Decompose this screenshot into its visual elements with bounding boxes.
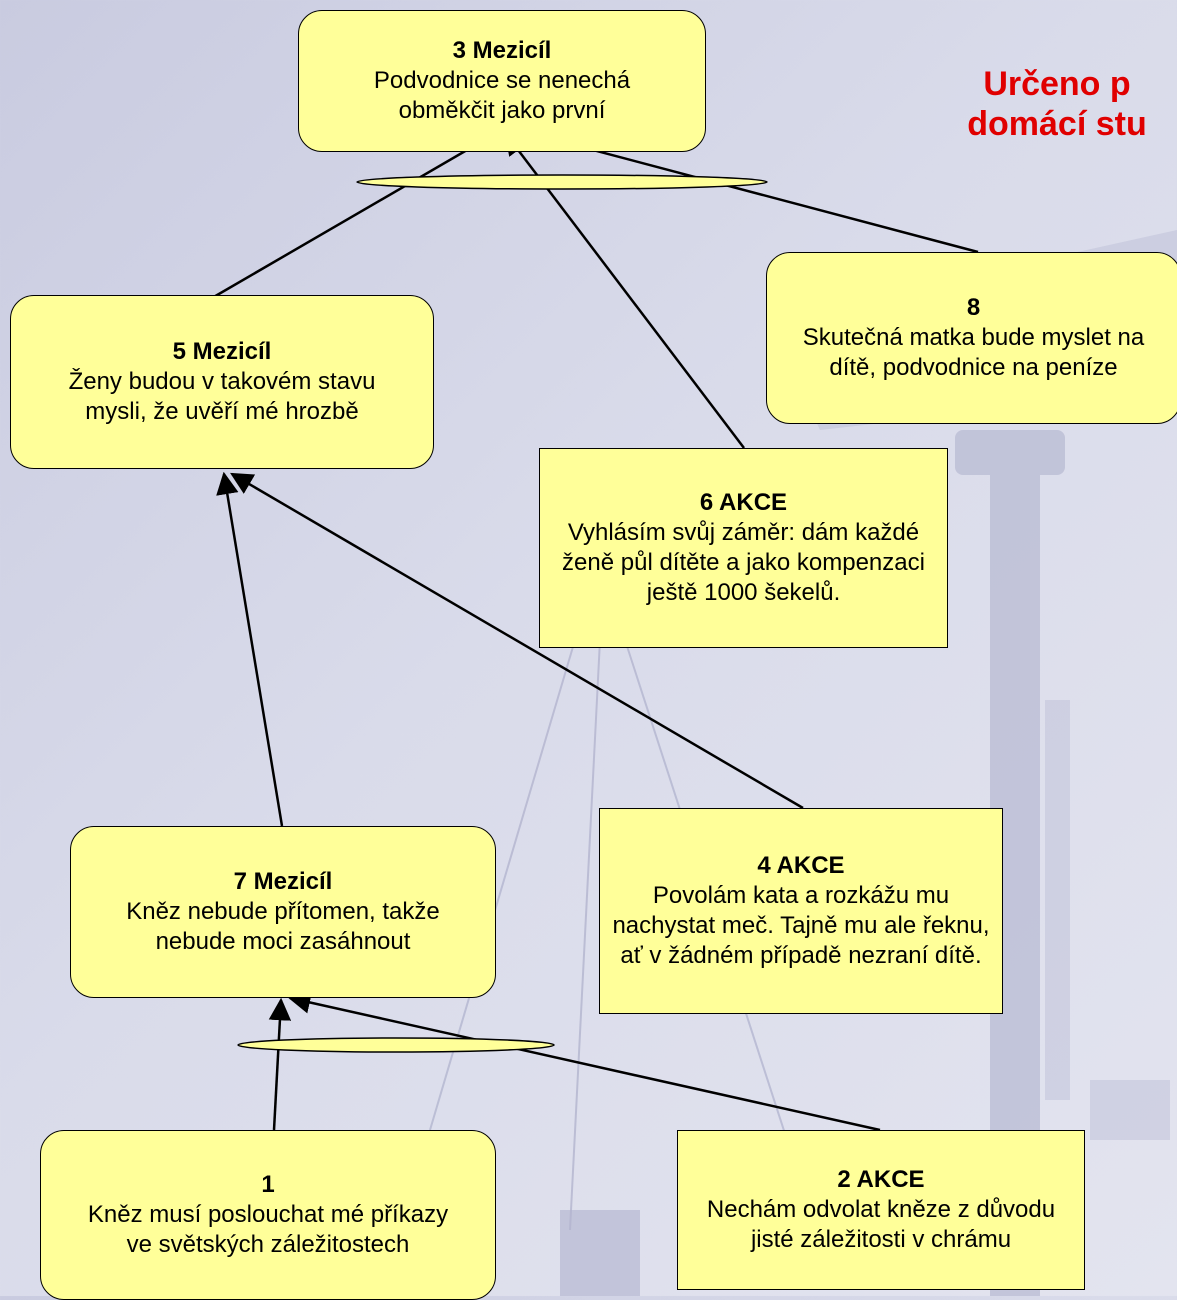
- node-title: 5 Mezicíl: [172, 338, 272, 365]
- edge-5-to-3: [211, 130, 500, 300]
- node-title: 3 Mezicíl: [452, 37, 552, 64]
- edge-4-to-5: [230, 472, 804, 810]
- node-text: Povolám kata a rozkážu mu nachystat meč.…: [612, 882, 990, 969]
- and-connector-bottom: [237, 1037, 555, 1053]
- node-text: Skutečná matka bude myslet na dítě, podv…: [802, 324, 1145, 381]
- node-1-condition: 1 Kněz musí poslouchat mé příkazy ve svě…: [40, 1130, 496, 1300]
- node-title: 6 AKCE: [699, 489, 788, 516]
- edge-1-to-7: [268, 997, 292, 1131]
- node-title: 4 AKCE: [757, 852, 845, 879]
- node-7-subgoal: 7 Mezicíl Kněz nebude přítomen, takže ne…: [70, 826, 496, 998]
- edge-2-to-7: [287, 991, 881, 1132]
- node-text: Vyhlásím svůj záměr: dám každé ženě půl …: [562, 519, 925, 606]
- node-6-action: 6 AKCE Vyhlásím svůj záměr: dám každé že…: [539, 448, 948, 648]
- and-connector-top: [356, 174, 768, 190]
- node-text: Kněz musí poslouchat mé příkazy ve světs…: [87, 1201, 449, 1258]
- edge-7-to-5: [216, 471, 284, 827]
- node-title: 8: [966, 294, 981, 321]
- node-8-condition: 8 Skutečná matka bude myslet na dítě, po…: [766, 252, 1177, 424]
- node-5-subgoal: 5 Mezicíl Ženy budou v takovém stavu mys…: [10, 295, 434, 469]
- node-3-subgoal: 3 Mezicíl Podvodnice se nenechá obměkčit…: [298, 10, 706, 152]
- node-2-action: 2 AKCE Nechám odvolat kněze z důvodu jis…: [677, 1130, 1085, 1290]
- banner-line-1: Určeno p: [983, 65, 1131, 103]
- node-text: Kněz nebude přítomen, takže nebude moci …: [126, 898, 440, 955]
- node-title: 2 AKCE: [837, 1166, 925, 1193]
- banner-line-2: domácí stu: [967, 105, 1147, 143]
- node-4-action: 4 AKCE Povolám kata a rozkážu mu nachyst…: [599, 808, 1003, 1014]
- banner-text: Určeno p domácí stu: [907, 64, 1177, 144]
- node-text: Nechám odvolat kněze z důvodu jisté zále…: [706, 1196, 1056, 1253]
- node-text: Ženy budou v takovém stavu mysli, že uvě…: [68, 368, 376, 425]
- node-text: Podvodnice se nenechá obměkčit jako prvn…: [373, 67, 631, 124]
- node-title: 1: [261, 1171, 275, 1198]
- node-title: 7 Mezicíl: [233, 868, 333, 895]
